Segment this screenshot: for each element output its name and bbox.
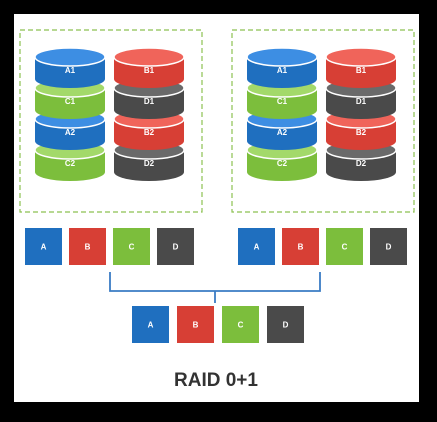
- block-row-2: A B C D: [238, 228, 407, 265]
- disk-label: D1: [356, 97, 367, 106]
- block-b: B: [69, 228, 106, 265]
- disk-label: D2: [144, 159, 155, 168]
- disk-label: C1: [277, 97, 288, 106]
- block-fill: [113, 228, 150, 265]
- result-block-c: C: [222, 306, 259, 343]
- block-fill: [282, 228, 319, 265]
- disk-label: D1: [144, 97, 155, 106]
- block-label: D: [283, 321, 289, 330]
- block-fill: [25, 228, 62, 265]
- block-label: B: [85, 243, 91, 252]
- disk-a1: A1: [246, 47, 318, 88]
- block-fill: [326, 228, 363, 265]
- block-fill: [267, 306, 304, 343]
- block-a: A: [25, 228, 62, 265]
- block-fill: [157, 228, 194, 265]
- disk-label: C1: [65, 97, 76, 106]
- disk-top: [34, 47, 106, 67]
- disk-stack-1: C2 A2 C1 A1: [246, 47, 318, 181]
- block-d: D: [157, 228, 194, 265]
- stripe-set-border: [19, 29, 203, 213]
- result-block-a: A: [132, 306, 169, 343]
- block-label: B: [298, 243, 304, 252]
- result-block-b: B: [177, 306, 214, 343]
- block-fill: [69, 228, 106, 265]
- stripe-set-border: [231, 29, 415, 213]
- disk-label: B2: [356, 128, 367, 137]
- disk-top: [113, 47, 185, 67]
- block-c: C: [113, 228, 150, 265]
- block-label: C: [342, 243, 348, 252]
- disk-top: [246, 47, 318, 67]
- disk-label: B2: [144, 128, 155, 137]
- block-fill: [177, 306, 214, 343]
- block-fill: [370, 228, 407, 265]
- block-c: C: [326, 228, 363, 265]
- block-d: D: [370, 228, 407, 265]
- disk-label: A2: [65, 128, 76, 137]
- block-fill: [222, 306, 259, 343]
- diagram-title: RAID 0+1: [174, 370, 258, 391]
- disk-stack-2: D2 B2 D1 B1: [325, 47, 397, 181]
- block-fill: [132, 306, 169, 343]
- disk-stack-2: D2 B2 D1 B1: [113, 47, 185, 181]
- block-row-1: A B C D: [25, 228, 194, 265]
- disk-label: A1: [277, 66, 288, 75]
- disk-label: D2: [356, 159, 367, 168]
- disk-label: C2: [277, 159, 288, 168]
- block-b: B: [282, 228, 319, 265]
- block-label: C: [129, 243, 135, 252]
- disk-label: B1: [144, 66, 155, 75]
- block-label: C: [238, 321, 244, 330]
- mirror-connector: [109, 272, 321, 303]
- block-label: B: [193, 321, 199, 330]
- block-a: A: [238, 228, 275, 265]
- block-label: A: [41, 243, 47, 252]
- disk-top: [325, 47, 397, 67]
- disk-label: C2: [65, 159, 76, 168]
- result-block-d: D: [267, 306, 304, 343]
- disk-label: A1: [65, 66, 76, 75]
- block-label: A: [254, 243, 260, 252]
- disk-label: A2: [277, 128, 288, 137]
- disk-b1: B1: [325, 47, 397, 88]
- block-label: D: [386, 243, 392, 252]
- result-block-row: A B C D: [132, 306, 304, 343]
- disk-a1: A1: [34, 47, 106, 88]
- disk-b1: B1: [113, 47, 185, 88]
- block-label: A: [148, 321, 154, 330]
- disk-label: B1: [356, 66, 367, 75]
- block-label: D: [173, 243, 179, 252]
- disk-stack-1: C2 A2 C1 A1: [34, 47, 106, 181]
- block-fill: [238, 228, 275, 265]
